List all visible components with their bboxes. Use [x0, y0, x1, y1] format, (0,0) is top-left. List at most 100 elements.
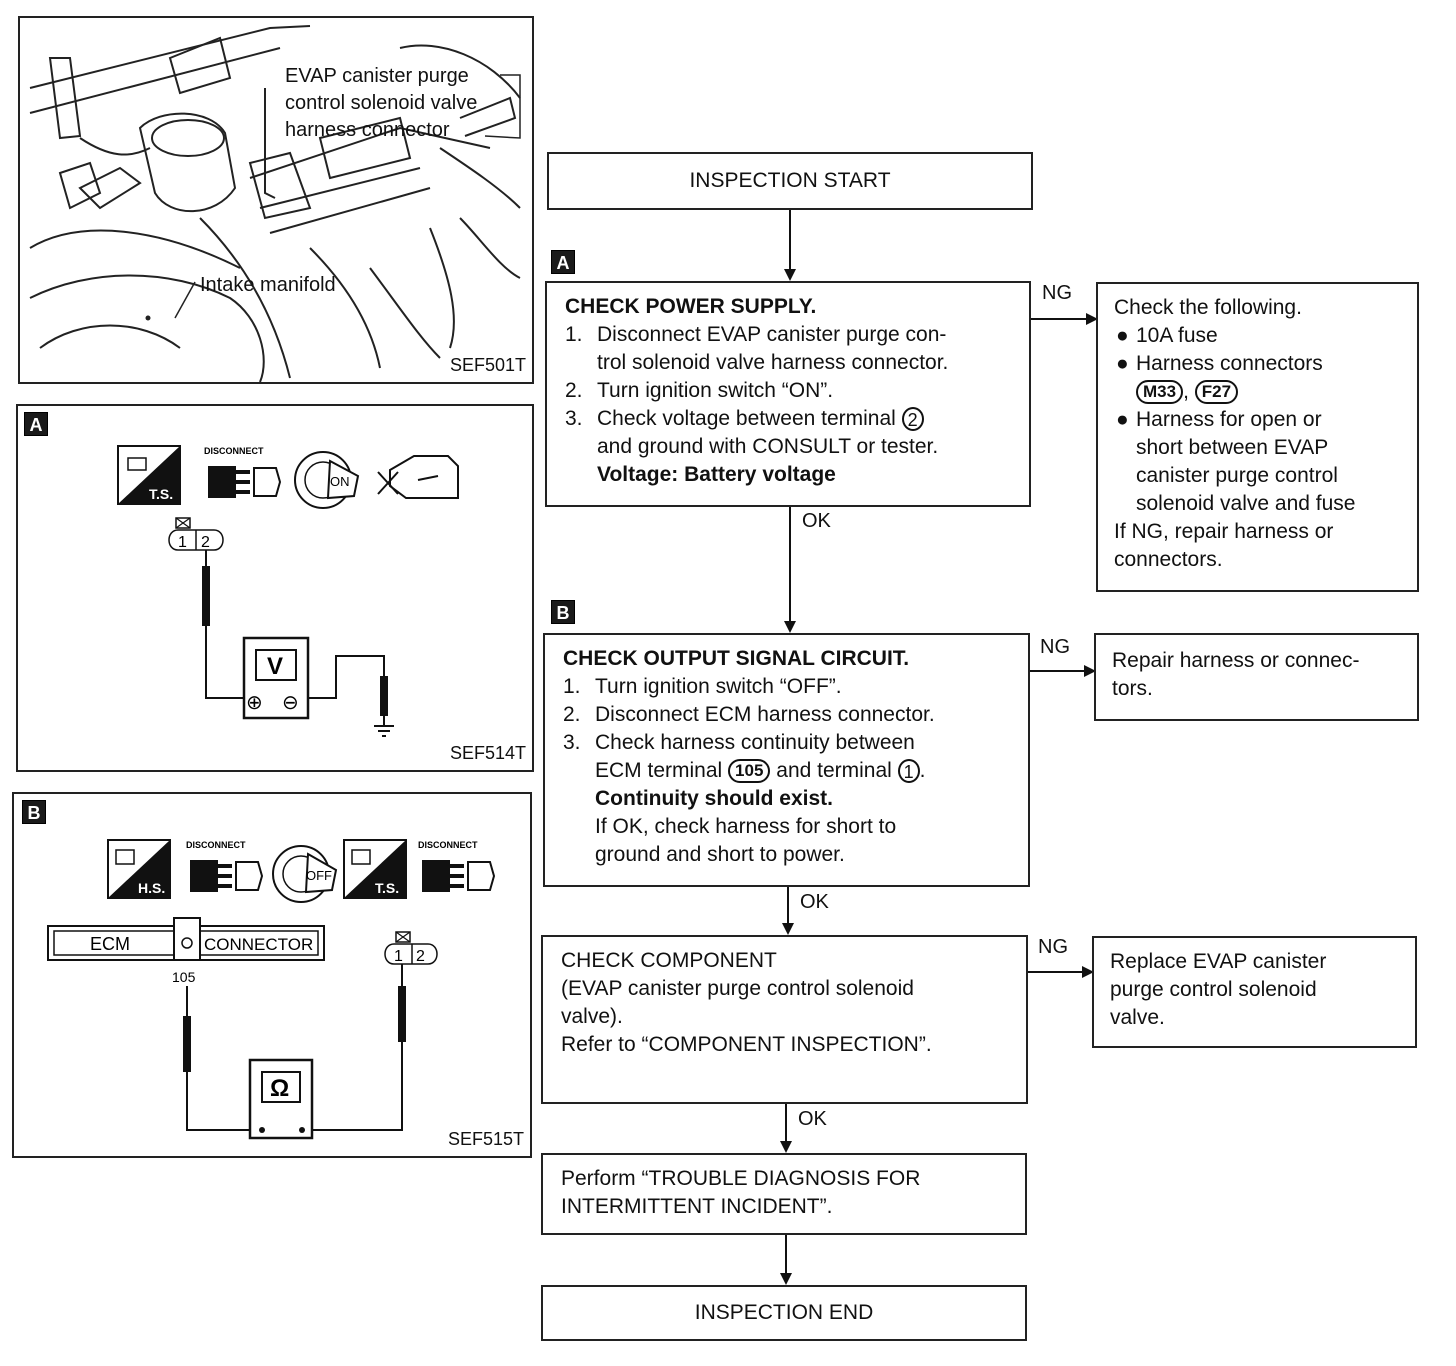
inspection-end-box: INSPECTION END	[541, 1285, 1027, 1341]
ng-power-item-3: ● Harness for open or short between EVAP…	[1116, 408, 1356, 515]
ecm-connector: ECM CONNECTOR 105	[47, 917, 325, 985]
diagram-a-panel: A T.S. DISCONNECT ON	[16, 404, 534, 772]
ng-label-b: NG	[1040, 636, 1070, 658]
terminal-105-badge: 105	[728, 759, 771, 784]
connector-b: 1 2	[384, 931, 438, 965]
ng-power-tail-2: connectors.	[1114, 548, 1223, 571]
ok-label-b: OK	[800, 891, 829, 913]
ng-power-item-1: ●10A fuse	[1116, 324, 1218, 347]
ground-icon	[374, 725, 394, 737]
check-output-step-2: 2.Disconnect ECM harness connector.	[563, 703, 935, 726]
connector-m33-badge: M33	[1136, 380, 1184, 405]
engine-illustration	[29, 25, 521, 382]
pin-2-label-b: 2	[416, 948, 425, 965]
ng-component-line-2: purge control solenoid	[1110, 978, 1317, 1001]
connector-label: CONNECTOR	[204, 935, 313, 954]
diagram-b-tag: B	[22, 800, 46, 824]
ignition-on-label: ON	[330, 474, 350, 489]
terminal-2-badge: 2	[901, 407, 924, 432]
ohmmeter-symbol: Ω	[270, 1075, 289, 1102]
ignition-off-label: OFF	[306, 868, 332, 883]
perform-line-1: Perform “TROUBLE DIAGNOSIS FOR	[561, 1167, 921, 1190]
ng-component-line-1: Replace EVAP canister	[1110, 950, 1327, 973]
voltmeter-symbol: V	[267, 653, 283, 680]
check-output-title: CHECK OUTPUT SIGNAL CIRCUIT.	[563, 647, 910, 670]
connector-f27-badge: F27	[1194, 380, 1239, 405]
minus-terminal: ⊖	[282, 692, 299, 714]
voltmeter: V ⊕ ⊖	[242, 636, 310, 720]
pin-1-label: 1	[178, 534, 187, 551]
inspection-end-label: INSPECTION END	[694, 1301, 874, 1324]
voltage-spec: Voltage: Battery voltage	[597, 463, 836, 486]
check-component-line-2: (EVAP canister purge control solenoid	[561, 977, 914, 1000]
hs-label: H.S.	[138, 880, 165, 896]
plus-terminal: ⊕	[246, 692, 263, 714]
flow-tag-b: B	[551, 600, 575, 624]
ng-power-item-2: ●Harness connectors M33, F27	[1116, 352, 1323, 405]
disconnect-label: DISCONNECT	[204, 446, 264, 456]
evap-label-line-1: EVAP canister purge	[285, 65, 469, 87]
diagram-b-panel: B H.S. DISCONNECT OFF T.S.	[12, 792, 532, 1158]
disconnect-icon-1: DISCONNECT	[186, 840, 264, 892]
evap-label-line-2: control solenoid valve	[285, 92, 478, 114]
pin-2-label: 2	[201, 534, 210, 551]
disconnect-label-1: DISCONNECT	[186, 840, 246, 850]
check-power-title: CHECK POWER SUPPLY.	[565, 295, 817, 318]
ng-power-box: Check the following. ●10A fuse ●Harness …	[1096, 282, 1419, 592]
intake-manifold-label: Intake manifold	[200, 274, 336, 296]
photo-code: SEF501T	[449, 355, 526, 375]
check-power-step-2: 2. Turn ignition switch “ON”.	[565, 379, 834, 402]
ng-output-line-1: Repair harness or connec-	[1112, 649, 1360, 672]
inspection-start-label: INSPECTION START	[689, 169, 891, 192]
inspection-start-box: INSPECTION START	[547, 152, 1033, 210]
diagram-a-tag: A	[24, 412, 48, 436]
ng-component-box: Replace EVAP canister purge control sole…	[1092, 936, 1417, 1048]
ts-label: T.S.	[149, 486, 173, 502]
perform-trouble-diagnosis-box: Perform “TROUBLE DIAGNOSIS FOR INTERMITT…	[541, 1153, 1027, 1235]
connector-a: 1 2	[168, 517, 224, 551]
ts-icon-b: T.S.	[343, 839, 407, 899]
flow-tag-a: A	[551, 250, 575, 274]
ng-label-c: NG	[1038, 936, 1068, 958]
ignition-on-icon: ON	[294, 451, 360, 509]
hs-icon: H.S.	[107, 839, 171, 899]
ecm-label: ECM	[90, 934, 130, 954]
check-component-line-4: Refer to “COMPONENT INSPECTION”.	[561, 1033, 932, 1056]
check-component-line-1: CHECK COMPONENT	[561, 949, 777, 972]
evap-label-line-3: harness connector	[285, 119, 450, 141]
disconnect-label-2: DISCONNECT	[418, 840, 478, 850]
ng-output-box: Repair harness or connec- tors.	[1094, 633, 1419, 721]
check-output-step-3: 3. Check harness continuity between ECM …	[563, 729, 1016, 869]
check-output-step-1: 1.Turn ignition switch “OFF”.	[563, 675, 842, 698]
terminal-1-badge: 1	[897, 759, 920, 784]
diagram-b-code: SEF515T	[447, 1129, 524, 1149]
engine-icon	[377, 455, 459, 499]
ng-component-line-3: valve.	[1110, 1006, 1165, 1029]
diagram-b-drawing: H.S. DISCONNECT OFF T.S. DISCONNECT	[47, 839, 496, 1140]
diagram-a-code: SEF514T	[449, 743, 526, 763]
terminal-105-label: 105	[172, 969, 196, 985]
diagram-a-drawing: T.S. DISCONNECT ON 1 2	[117, 445, 459, 737]
continuity-spec: Continuity should exist.	[595, 787, 834, 810]
check-component-box: CHECK COMPONENT (EVAP canister purge con…	[541, 935, 1028, 1104]
ok-label-c: OK	[798, 1108, 827, 1130]
ok-label-a: OK	[802, 510, 831, 532]
pin-1-label-b: 1	[394, 948, 403, 965]
ng-power-title: Check the following.	[1114, 296, 1302, 319]
engine-photo-panel: EVAP canister purge control solenoid val…	[18, 16, 534, 384]
ng-label-a: NG	[1042, 282, 1072, 304]
disconnect-icon: DISCONNECT	[204, 446, 282, 498]
check-power-step-3: 3. Check voltage between terminal 2 and …	[565, 405, 1017, 489]
ts-icon: T.S.	[117, 445, 181, 505]
check-component-line-3: valve).	[561, 1005, 623, 1028]
ng-output-line-2: tors.	[1112, 677, 1153, 700]
check-output-signal-box: CHECK OUTPUT SIGNAL CIRCUIT. 1.Turn igni…	[543, 633, 1030, 887]
ohmmeter: Ω	[248, 1058, 314, 1140]
perform-line-2: INTERMITTENT INCIDENT”.	[561, 1195, 833, 1218]
disconnect-icon-2: DISCONNECT	[418, 840, 496, 892]
ng-power-tail-1: If NG, repair harness or	[1114, 520, 1334, 543]
ignition-off-icon: OFF	[272, 845, 338, 903]
ts-label-b: T.S.	[375, 880, 399, 896]
check-power-supply-box: CHECK POWER SUPPLY. 1. Disconnect EVAP c…	[545, 281, 1031, 507]
check-power-step-1: 1. Disconnect EVAP canister purge con- t…	[565, 323, 949, 374]
